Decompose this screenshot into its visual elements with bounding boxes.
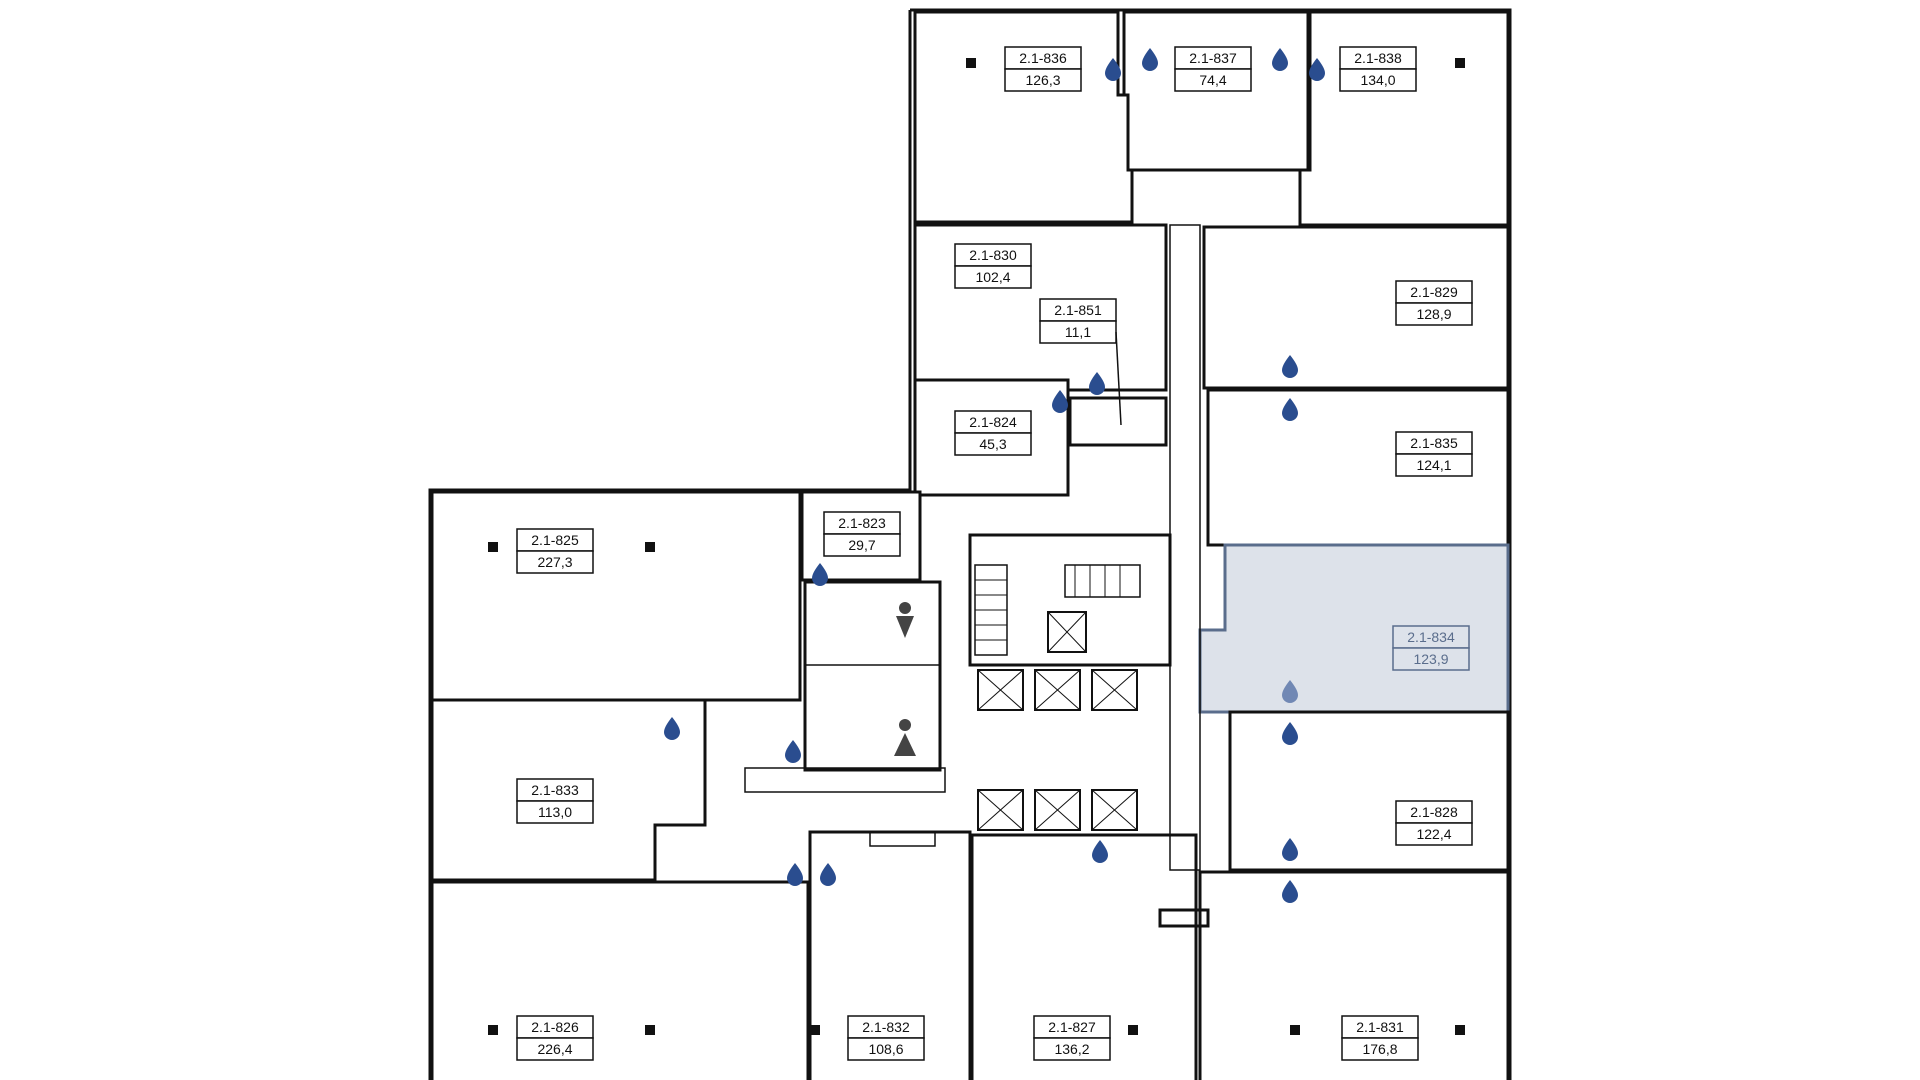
room-label: 2.1-837 74,4 <box>1174 46 1252 92</box>
room-label: 2.1-828 122,4 <box>1395 800 1473 846</box>
water-drop-icon <box>1282 838 1298 861</box>
room-2.1-831[interactable] <box>1198 870 1510 1080</box>
room-area: 126,3 <box>1025 72 1060 88</box>
room-2.1-826[interactable] <box>430 880 810 1080</box>
room-area: 74,4 <box>1199 72 1226 88</box>
water-drop-icon <box>787 863 803 886</box>
room-area: 113,0 <box>538 804 572 820</box>
room-id: 2.1-825 <box>531 532 579 548</box>
room-id: 2.1-851 <box>1054 302 1102 318</box>
elevator-icon <box>977 611 1138 831</box>
water-drop-icon <box>1092 840 1108 863</box>
room-area: 11,1 <box>1065 324 1091 340</box>
stair-icon <box>974 564 1141 656</box>
female-restroom-icon <box>894 719 916 756</box>
room-label: 2.1-826 226,4 <box>516 1015 594 1061</box>
room-label: 2.1-835 124,1 <box>1395 431 1473 477</box>
room-2.1-851[interactable] <box>1068 396 1168 447</box>
room-area: 227,3 <box>537 554 572 570</box>
water-drop-icon <box>1309 58 1325 81</box>
room-label: 2.1-831 176,8 <box>1341 1015 1419 1061</box>
room-id: 2.1-834 <box>1407 629 1455 645</box>
water-drop-icon <box>1272 48 1288 71</box>
room-area: 136,2 <box>1054 1041 1089 1057</box>
room-area: 45,3 <box>979 436 1006 452</box>
room-2.1-829[interactable] <box>1202 225 1510 390</box>
water-drop-icon <box>1282 722 1298 745</box>
water-drop-icon <box>1052 390 1068 413</box>
water-drop-icon <box>1282 355 1298 378</box>
water-drop-icon <box>1089 372 1105 395</box>
water-drop-icon <box>820 863 836 886</box>
room-2.1-836[interactable] <box>913 10 1134 224</box>
room-id: 2.1-827 <box>1048 1019 1096 1035</box>
room-2.1-827[interactable] <box>970 833 1198 1080</box>
room-label-selected: 2.1-834 123,9 <box>1392 625 1470 671</box>
room-area: 122,4 <box>1416 826 1451 842</box>
room-area: 123,9 <box>1413 651 1448 667</box>
room-area: 29,7 <box>848 537 875 553</box>
water-drop-icon <box>1142 48 1158 71</box>
room-label: 2.1-830 102,4 <box>954 243 1032 289</box>
room-label: 2.1-833 113,0 <box>516 778 594 824</box>
room-id: 2.1-837 <box>1189 50 1237 66</box>
room-label: 2.1-838 134,0 <box>1339 46 1417 92</box>
water-drop-icon <box>1105 58 1121 81</box>
room-label: 2.1-832 108,6 <box>847 1015 925 1061</box>
room-id: 2.1-836 <box>1019 50 1067 66</box>
room-id: 2.1-831 <box>1356 1019 1404 1035</box>
room-id: 2.1-828 <box>1410 804 1458 820</box>
water-drop-icon <box>1282 880 1298 903</box>
room-area: 108,6 <box>868 1041 903 1057</box>
room-id: 2.1-824 <box>969 414 1017 430</box>
room-area: 134,0 <box>1360 72 1395 88</box>
room-id: 2.1-838 <box>1354 50 1402 66</box>
room-label: 2.1-851 11,1 <box>1039 298 1122 426</box>
room-id: 2.1-829 <box>1410 284 1458 300</box>
water-drop-icons <box>664 48 1325 903</box>
structural-columns <box>488 58 1465 1035</box>
room-2.1-825[interactable] <box>430 490 802 702</box>
water-drop-icon <box>1282 680 1298 703</box>
water-drop-icon <box>812 563 828 586</box>
room-id: 2.1-832 <box>862 1019 910 1035</box>
water-drop-icon <box>1282 398 1298 421</box>
building-core <box>744 224 1210 928</box>
room-label: 2.1-824 45,3 <box>954 410 1032 456</box>
room-id: 2.1-823 <box>838 515 886 531</box>
water-drop-icon <box>785 740 801 763</box>
room-area: 176,8 <box>1362 1041 1397 1057</box>
room-area: 226,4 <box>537 1041 572 1057</box>
room-id: 2.1-830 <box>969 247 1017 263</box>
room-area: 124,1 <box>1416 457 1451 473</box>
room-label: 2.1-836 126,3 <box>1004 46 1082 92</box>
room-2.1-838[interactable] <box>1298 10 1510 227</box>
room-area: 102,4 <box>975 269 1010 285</box>
room-label: 2.1-825 227,3 <box>516 528 594 574</box>
water-drop-icon <box>664 717 680 740</box>
room-labels: 2.1-836 126,3 2.1-837 74,4 2.1-838 134,0… <box>516 46 1473 1061</box>
room-area: 128,9 <box>1416 306 1451 322</box>
room-label: 2.1-827 136,2 <box>1033 1015 1111 1061</box>
male-restroom-icon <box>896 602 914 638</box>
room-id: 2.1-833 <box>531 782 579 798</box>
room-id: 2.1-835 <box>1410 435 1458 451</box>
room-2.1-828[interactable] <box>1228 710 1510 872</box>
building-outline <box>428 8 1512 1080</box>
room-label: 2.1-829 128,9 <box>1395 280 1473 326</box>
room-id: 2.1-826 <box>531 1019 579 1035</box>
room-label: 2.1-823 29,7 <box>823 511 901 557</box>
